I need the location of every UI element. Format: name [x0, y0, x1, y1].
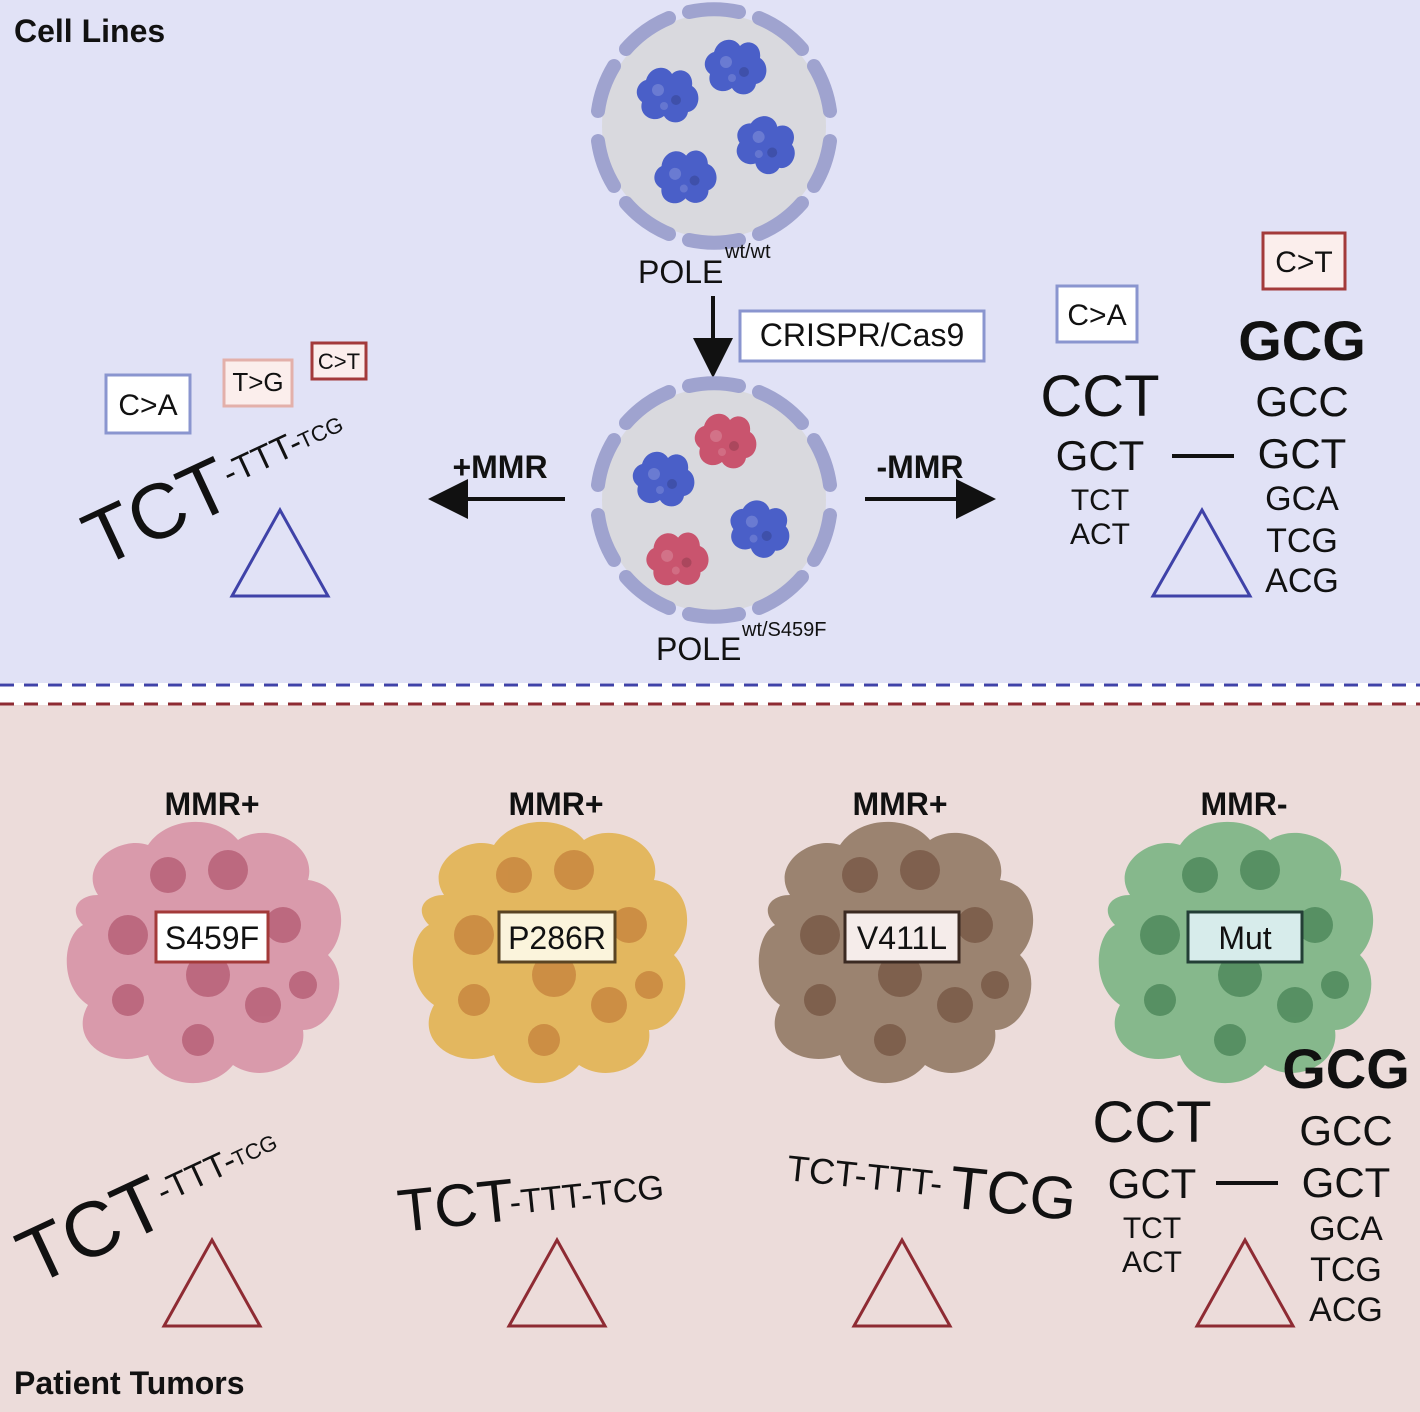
v411l-tcg: TCG	[947, 1153, 1080, 1233]
pt-ct-context-4: GCA	[1309, 1210, 1383, 1248]
pt-ct-context-2: GCC	[1299, 1107, 1392, 1154]
cl-ca-context-3: TCT	[1071, 484, 1129, 517]
pt-ca-context-1: CCT	[1092, 1090, 1211, 1155]
tumor-s459f-label: S459F	[165, 920, 259, 956]
plus-mmr-label: +MMR	[452, 449, 547, 485]
pole-mut-cell	[598, 383, 830, 616]
tumor-v411l-label: V411L	[857, 920, 947, 956]
ca-box-label: C>A	[118, 389, 177, 422]
tumor-s459f: MMR+ S459F	[66, 786, 342, 1084]
tumor-mut-label-box	[1186, 910, 1304, 964]
crispr-label: CRISPR/Cas9	[760, 317, 965, 353]
ca-box-right-label: C>A	[1067, 299, 1126, 332]
pt-ca-context-4: ACT	[1122, 1246, 1182, 1279]
minus-mmr-triangle	[1150, 506, 1253, 598]
pt-ct-context-5: TCG	[1310, 1251, 1382, 1289]
pt-ct-context-6: ACG	[1309, 1291, 1383, 1329]
cell-lines-title: Cell Lines	[14, 13, 165, 49]
patient-tumors-title: Patient Tumors	[14, 1365, 245, 1401]
cl-ca-context-2: GCT	[1056, 432, 1145, 479]
ct-box-small	[310, 341, 368, 381]
pt-ca-context-2: GCT	[1108, 1160, 1197, 1207]
tumor-mut-label: Mut	[1218, 920, 1271, 956]
p286r-triangle	[506, 1236, 608, 1328]
mmr-minus-triangle	[1194, 1236, 1296, 1328]
cl-ct-context-1: GCG	[1238, 309, 1366, 372]
tumor-v411l: MMR+ V411L	[758, 786, 1034, 1084]
tumor-p286r-label-box	[497, 910, 617, 964]
cl-ct-context-3: GCT	[1258, 430, 1347, 477]
pt-ca-context-3: TCT	[1123, 1212, 1181, 1245]
tumor-mut-status: MMR-	[1200, 786, 1287, 822]
p286r-tct: TCT	[394, 1166, 517, 1245]
tumor-p286r-label: P286R	[508, 920, 606, 956]
tumor-v411l-status: MMR+	[852, 786, 947, 822]
ct-box-small-label: C>T	[318, 349, 360, 374]
tumor-s459f-label-box	[154, 910, 270, 964]
pole-wt-cell	[598, 9, 830, 242]
tg-box-label: T>G	[232, 367, 283, 397]
pole-mut-superscript: wt/S459F	[741, 619, 826, 641]
cl-ca-context-4: ACT	[1070, 518, 1130, 551]
cl-ct-context-4: GCA	[1265, 480, 1339, 518]
ca-box-right	[1055, 284, 1139, 344]
pole-mut-label: POLE	[656, 631, 741, 667]
ct-box-right	[1261, 231, 1347, 291]
separator-band	[0, 683, 1420, 705]
tumor-p286r-status: MMR+	[508, 786, 603, 822]
ca-box	[104, 373, 192, 435]
cl-ct-context-6: ACG	[1265, 562, 1339, 600]
cl-ct-context-5: TCG	[1266, 522, 1338, 560]
tumor-s459f-status: MMR+	[164, 786, 259, 822]
tumor-mut: MMR- Mut	[1098, 786, 1374, 1084]
tumor-v411l-label-box	[843, 910, 961, 964]
cl-ca-context-1: CCT	[1040, 364, 1159, 429]
plus-mmr-triangle	[229, 506, 331, 598]
pt-ct-context-1: GCG	[1282, 1037, 1410, 1100]
s459f-triangle	[161, 1236, 263, 1328]
v411l-triangle	[851, 1236, 953, 1328]
pole-wt-superscript: wt/wt	[724, 241, 771, 263]
tg-box	[222, 358, 294, 408]
pole-wt-label: POLE	[638, 254, 723, 290]
cl-ct-context-2: GCC	[1255, 378, 1348, 425]
minus-mmr-label: -MMR	[876, 449, 963, 485]
pt-ct-context-3: GCT	[1302, 1159, 1391, 1206]
ct-box-right-label: C>T	[1275, 246, 1333, 279]
crispr-box	[738, 309, 986, 363]
tumor-p286r: MMR+ P286R	[412, 786, 688, 1084]
